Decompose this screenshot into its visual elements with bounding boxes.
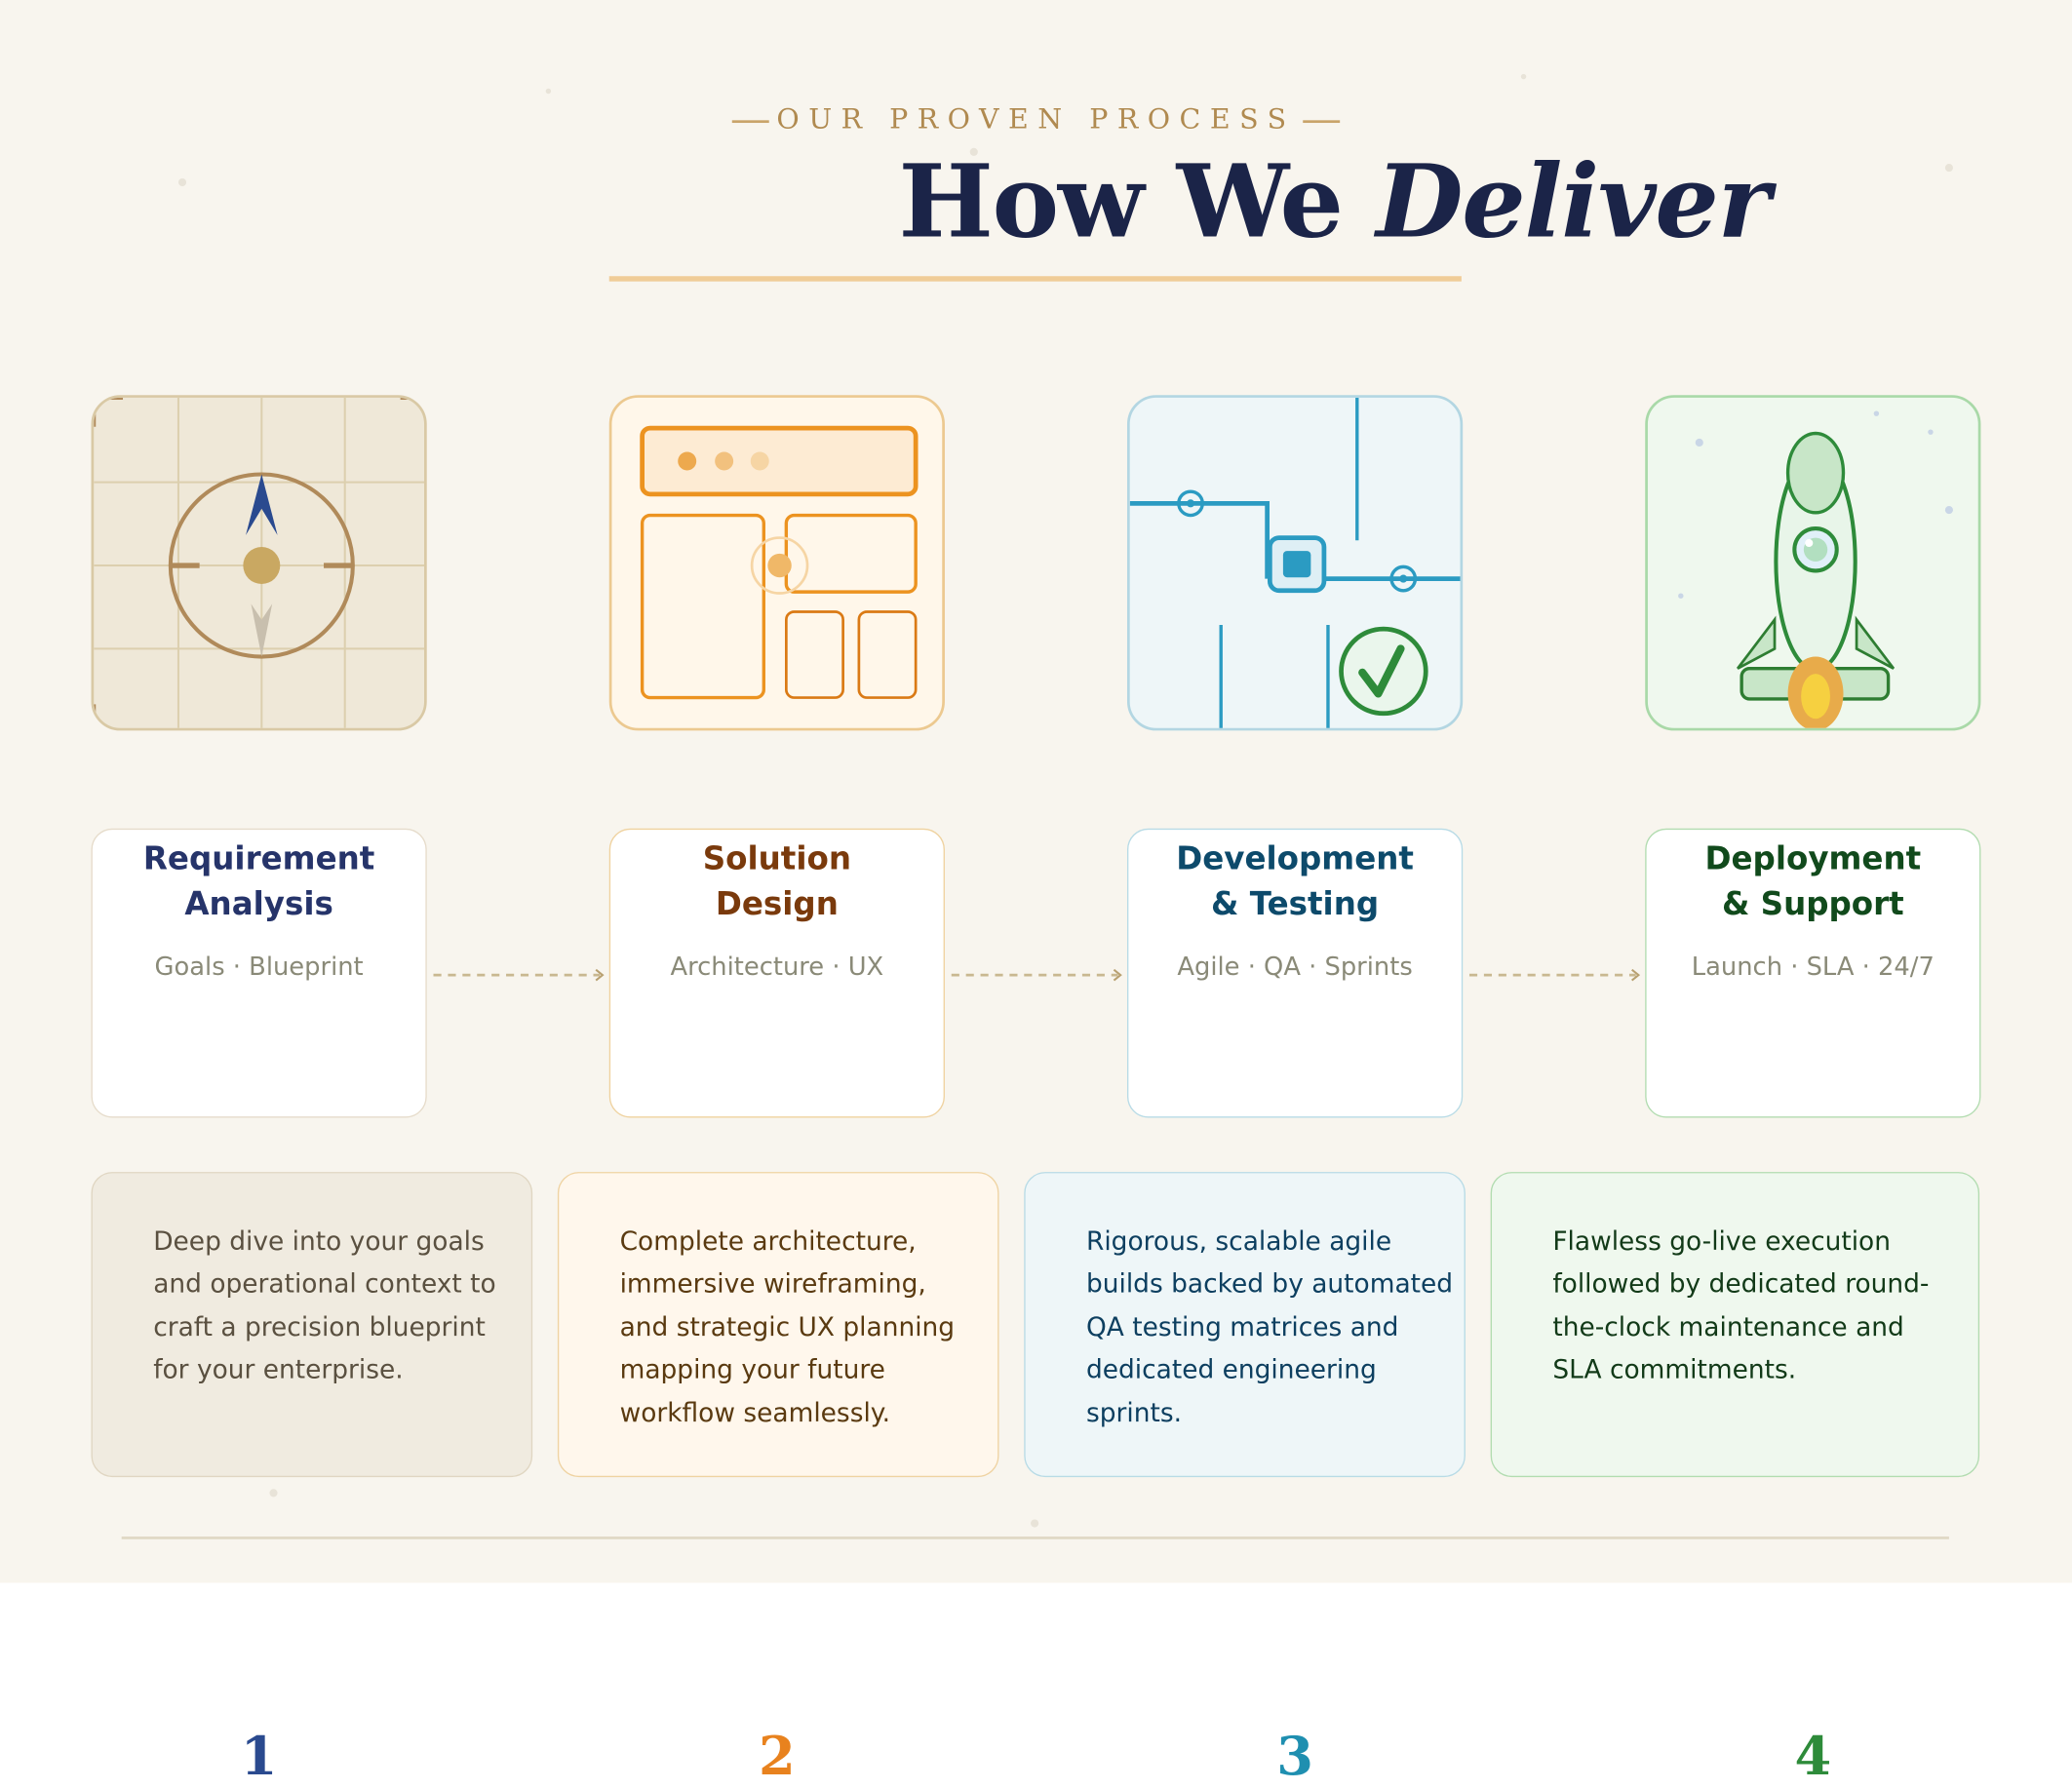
decor-dot [1520, 73, 1527, 80]
footer-divider [121, 1536, 1949, 1539]
description-text: Rigorous, scalable agile builds backed b… [1085, 1225, 1454, 1428]
step-tags: Launch · SLA · 24/7 [1691, 953, 1935, 982]
decor-dot [269, 1489, 278, 1497]
compass-icon [91, 395, 427, 731]
arrow-right-icon [951, 968, 1122, 982]
step-tags: Architecture · UX [670, 953, 884, 982]
description-card-1: Deep dive into your goals and operationa… [91, 1172, 533, 1478]
decor-dot [1944, 164, 1953, 173]
step-title: Deployment [1704, 839, 1922, 877]
step-title: Solution [702, 839, 851, 877]
step-card-4: 4 Deployment & Support Launch · SLA · 24/… [1645, 828, 1981, 1788]
title-plain: How We [898, 142, 1377, 260]
decor-dot [969, 147, 978, 156]
circuit-check-icon [1126, 395, 1464, 731]
decor-dot [1031, 1519, 1039, 1528]
step-number: 1 [240, 1725, 278, 1788]
description-card-4: Flawless go-live execution followed by d… [1490, 1172, 1980, 1478]
title-italic: Deliver [1376, 142, 1771, 260]
decor-dot [545, 88, 552, 95]
description-text: Complete architecture, immersive wirefra… [619, 1225, 956, 1428]
step-tags: Agile · QA · Sprints [1177, 953, 1413, 982]
decor-dot [177, 177, 187, 187]
step-title: Requirement [142, 839, 375, 877]
description-card-2: Complete architecture, immersive wirefra… [557, 1172, 999, 1478]
step-number: 3 [1276, 1725, 1313, 1788]
rocket-icon [1645, 395, 1981, 731]
step-card-3: 3 Development & Testing Agile · QA · Spri… [1126, 828, 1464, 1788]
description-text: Flawless go-live execution followed by d… [1552, 1225, 1930, 1385]
arrow-right-icon [433, 968, 605, 982]
eyebrow: OUR PROVEN PROCESS [0, 102, 2072, 136]
step-title: Development [1176, 839, 1414, 877]
arrow-right-icon [1468, 968, 1641, 982]
description-text: Deep dive into your goals and operationa… [153, 1225, 496, 1385]
step-title: Analysis [184, 884, 333, 922]
description-card-3: Rigorous, scalable agile builds backed b… [1024, 1172, 1466, 1478]
step-title: & Testing [1211, 884, 1380, 922]
step-tags: Goals · Blueprint [154, 953, 364, 982]
step-number: 4 [1794, 1725, 1832, 1788]
eyebrow-text: OUR PROVEN PROCESS [776, 102, 1296, 136]
eyebrow-dash [1303, 119, 1341, 123]
step-title: Design [715, 884, 839, 922]
title-underline [608, 276, 1462, 282]
step-title: & Support [1721, 884, 1904, 922]
step-number: 2 [758, 1725, 796, 1788]
wireframe-icon [608, 395, 945, 731]
eyebrow-dash [731, 119, 769, 123]
page-title: How We Deliver [898, 142, 1771, 260]
